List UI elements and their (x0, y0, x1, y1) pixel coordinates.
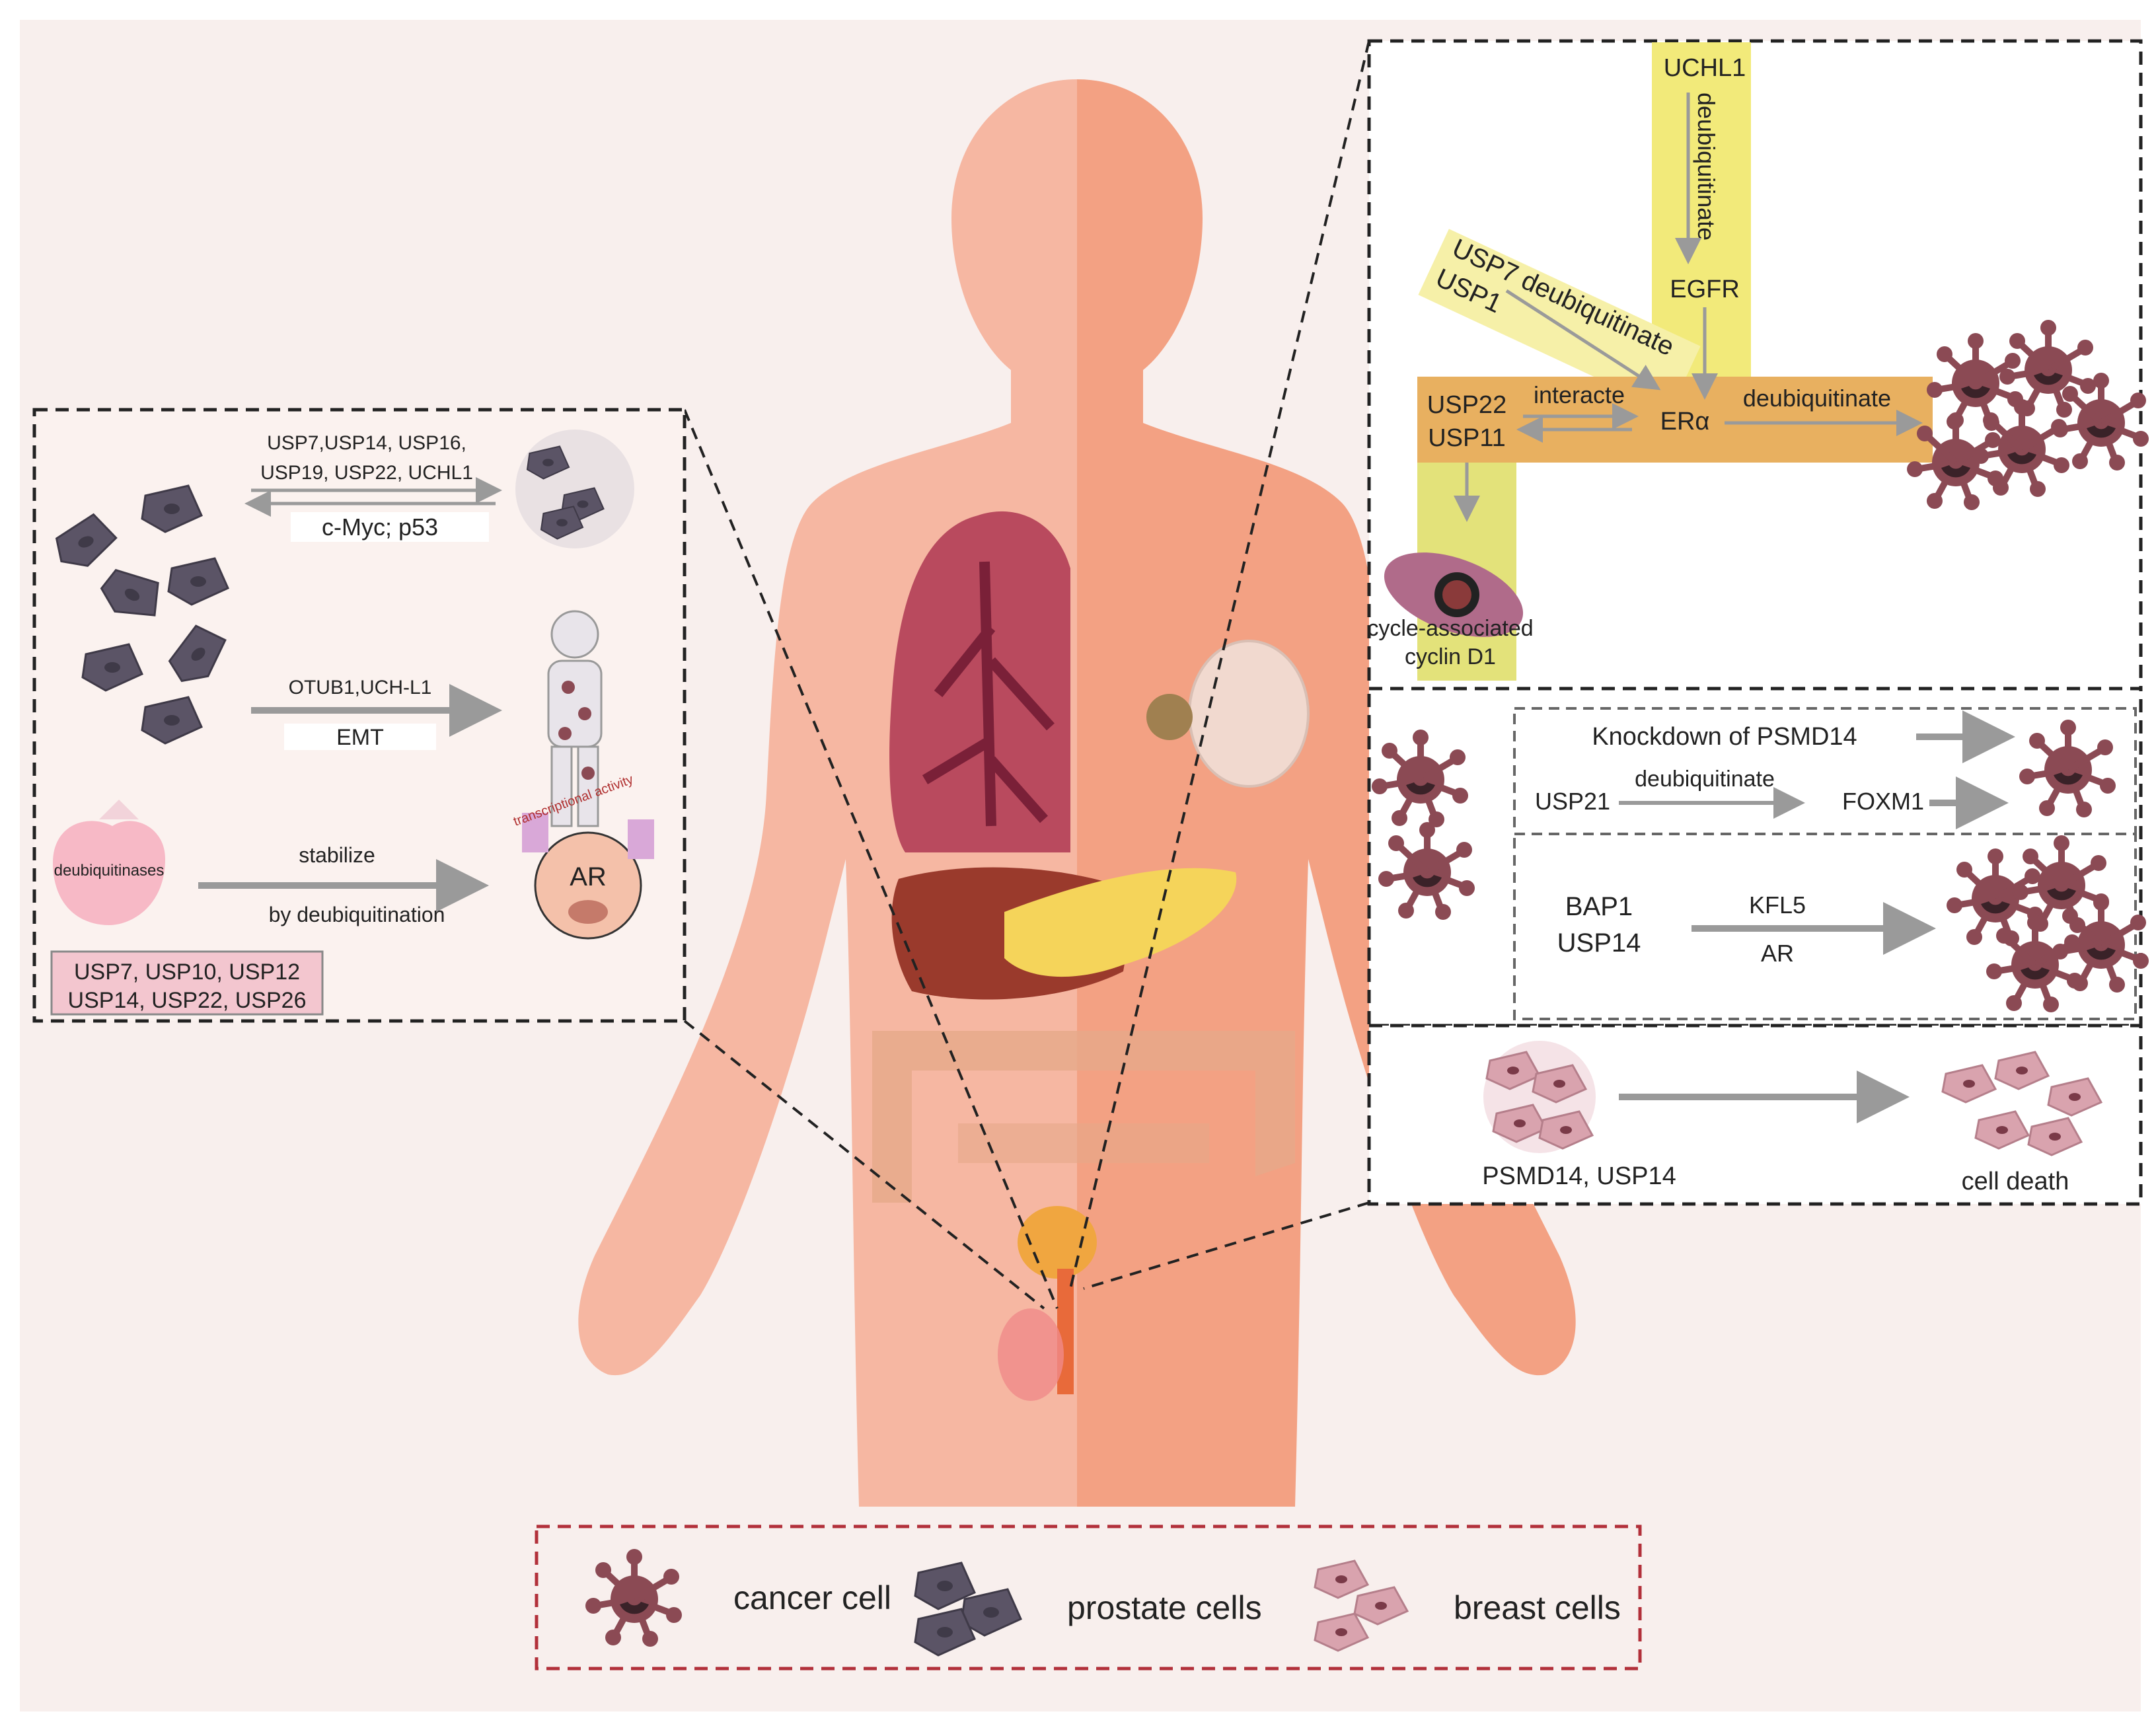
vertical-deubiquitinate: deubiquitinate (1693, 93, 1720, 241)
usp11-label: USP11 (1428, 424, 1506, 452)
lung (889, 511, 1070, 852)
egfr-label: EGFR (1670, 276, 1740, 303)
emt-label: EMT (336, 725, 384, 750)
deubiquitination-label: by deubiquitination (269, 903, 445, 926)
usp-list-box (50, 950, 324, 1016)
usp21-action-label: deubiquitinate (1635, 767, 1775, 792)
usp-list-line-2: USP19, USP22, UCHL1 (260, 462, 473, 484)
tumor-cluster-icon (515, 430, 634, 548)
breast-cell-cluster (1483, 1041, 1596, 1153)
zoom-lines (683, 40, 1370, 1310)
stabilize-label: stabilize (299, 843, 375, 867)
interact-label: interacte (1534, 381, 1625, 408)
uchl1-label: UCHL1 (1664, 54, 1746, 82)
pancreas (1004, 868, 1237, 977)
knockdown-label: Knockdown of PSMD14 (1592, 723, 1857, 751)
targets-label: c-Myc; p53 (322, 513, 438, 541)
cycle-label-1: cycle-associated (1367, 616, 1533, 641)
kfl5-label: KFL5 (1749, 891, 1806, 919)
breast-tissue (1146, 640, 1310, 788)
breast-panel: UCHL1 deubiquitinate EGFR USP7 deubiquit… (1367, 39, 2149, 691)
ar-label: AR (570, 862, 607, 891)
inhibitors-label: PSMD14, USP14 (1482, 1162, 1676, 1190)
left-panel: USP7,USP14, USP16, USP19, USP22, UCHL1 c… (32, 408, 687, 1023)
cyclin-cell-icon (1384, 552, 1524, 637)
enzyme-label: deubiquitinases (54, 862, 165, 880)
era-label: ERα (1660, 408, 1710, 435)
usp7-arrow (1505, 289, 1661, 391)
legend: cancer cell prostate cells breast cells (535, 1524, 1642, 1671)
horizontal-orange-band (1417, 377, 1933, 463)
intestines (872, 1031, 1295, 1203)
right-deubiquitinate: deubiquitinate (1743, 385, 1891, 412)
diagonal-yellow-band (1418, 229, 1701, 412)
usp22-label: USP22 (1427, 391, 1506, 419)
cycle-label-2: cyclin D1 (1405, 644, 1496, 669)
legend-prostate-label: prostate cells (1067, 1589, 1262, 1626)
ar-receptor-icon (522, 813, 654, 940)
usp-list-box-line-2: USP14, USP22, USP26 (68, 988, 307, 1013)
deubiquitinase-enzyme-icon (53, 800, 165, 925)
cell-death-panel: PSMD14, USP14 cell death (1367, 1024, 2143, 1206)
usp21-label: USP21 (1535, 788, 1610, 815)
foxm1-label: FOXM1 (1842, 788, 1924, 815)
bap1-label: BAP1 (1565, 892, 1633, 921)
legend-breast-label: breast cells (1454, 1589, 1621, 1626)
ar-label-right: AR (1761, 940, 1794, 967)
metastasis-body-icon (547, 610, 603, 827)
prostate-panel: Knockdown of PSMD14 USP21 deubiquitinate… (1367, 687, 2149, 1028)
usp-list-line-1: USP7,USP14, USP16, (267, 432, 466, 454)
usp-list-box-line-1: USP7, USP10, USP12 (74, 959, 300, 985)
legend-cancer-label: cancer cell (733, 1579, 891, 1616)
emt-usps: OTUB1,UCH-L1 (289, 677, 432, 698)
cell-death-label: cell death (1962, 1168, 2069, 1195)
usp14-label: USP14 (1557, 928, 1641, 958)
